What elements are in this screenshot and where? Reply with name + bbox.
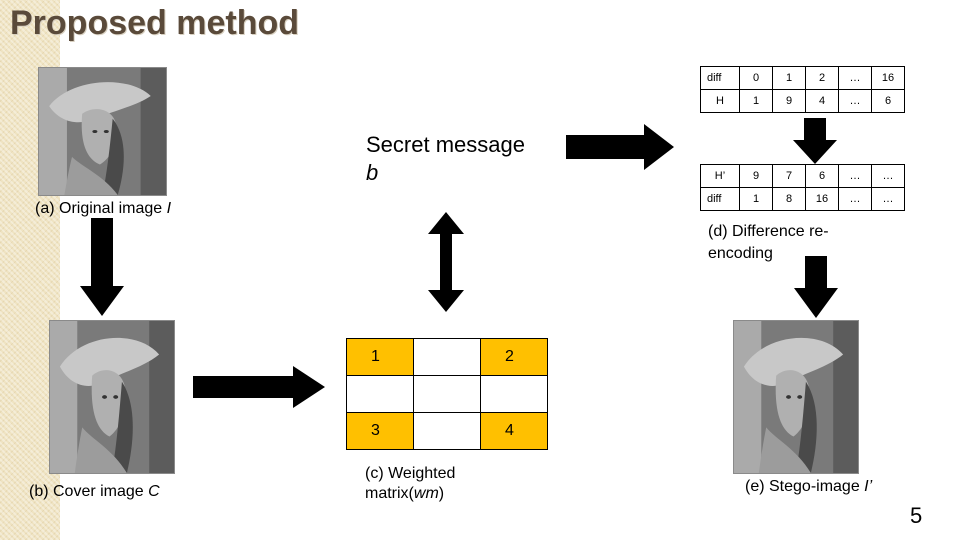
matrix-row <box>346 375 548 413</box>
table-cell: … <box>838 187 872 211</box>
table-cell: … <box>838 164 872 188</box>
table-cell: 1 <box>739 187 773 211</box>
secret-message-label: Secret message b <box>366 132 525 185</box>
table-row: H 1 9 4 … 6 <box>700 89 905 113</box>
table-cell: … <box>838 66 872 90</box>
matrix-cell <box>346 375 414 413</box>
down-arrow-to-stego-icon <box>794 256 838 318</box>
table-cell: 1 <box>739 89 773 113</box>
double-arrow-icon <box>428 212 464 312</box>
table-cell: H’ <box>700 164 740 188</box>
table-cell: 2 <box>805 66 839 90</box>
matrix-cell: 1 <box>346 338 414 376</box>
table-cell: … <box>871 164 905 188</box>
table-cell: 9 <box>739 164 773 188</box>
matrix-cell <box>413 375 481 413</box>
right-arrow-to-matrix-icon <box>193 366 325 408</box>
slide-title: Proposed method <box>10 4 300 42</box>
table-row: H’ 9 7 6 … … <box>700 164 905 188</box>
table-cell: 1 <box>772 66 806 90</box>
difference-reencoding-label: (d) Difference re- encoding <box>708 223 829 262</box>
page-number: 5 <box>910 503 923 528</box>
table-cell: 7 <box>772 164 806 188</box>
table-cell: 4 <box>805 89 839 113</box>
table-cell: … <box>871 187 905 211</box>
matrix-cell: 2 <box>480 338 548 376</box>
matrix-row: 3 4 <box>346 412 548 450</box>
matrix-cell <box>480 375 548 413</box>
down-arrow-to-cover-icon <box>80 218 124 316</box>
matrix-row: 1 2 <box>346 338 548 376</box>
table-cell: H <box>700 89 740 113</box>
table-cell: 6 <box>871 89 905 113</box>
matrix-cell <box>413 412 481 450</box>
table-cell: 16 <box>871 66 905 90</box>
table-cell: 0 <box>739 66 773 90</box>
matrix-cell <box>413 338 481 376</box>
histogram-table-top: diff 0 1 2 … 16 H 1 9 4 … 6 <box>700 66 905 113</box>
weighted-matrix: 1 2 3 4 <box>346 338 548 450</box>
table-row: diff 1 8 16 … … <box>700 187 905 211</box>
down-arrow-table-icon <box>793 118 837 164</box>
matrix-cell: 3 <box>346 412 414 450</box>
cover-image-label: (b) Cover image C <box>29 483 160 500</box>
table-cell: diff <box>700 66 740 90</box>
stego-image <box>733 320 859 474</box>
table-cell: … <box>838 89 872 113</box>
table-cell: 8 <box>772 187 806 211</box>
weighted-matrix-label: (c) Weighted matrix(wm) <box>365 465 456 502</box>
matrix-cell: 4 <box>480 412 548 450</box>
right-arrow-to-table-icon <box>566 124 674 170</box>
stego-image-label: (e) Stego-image I’ <box>745 478 873 495</box>
original-image-label: (a) Original image I <box>35 200 172 217</box>
original-image <box>38 67 167 196</box>
histogram-table-bottom: H’ 9 7 6 … … diff 1 8 16 … … <box>700 164 905 211</box>
table-row: diff 0 1 2 … 16 <box>700 66 905 90</box>
table-cell: 16 <box>805 187 839 211</box>
cover-image <box>49 320 175 474</box>
table-cell: 9 <box>772 89 806 113</box>
table-cell: 6 <box>805 164 839 188</box>
table-cell: diff <box>700 187 740 211</box>
